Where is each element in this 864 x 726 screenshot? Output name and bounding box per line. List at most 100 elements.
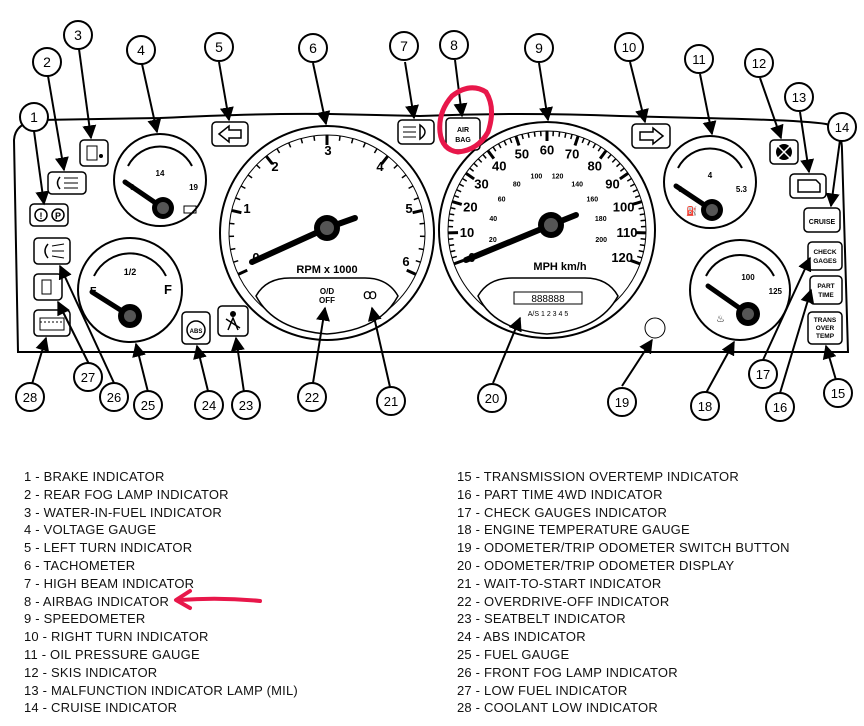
speed-tick-mark-58: [638, 249, 644, 253]
speed-tick-mark-24: [509, 137, 513, 144]
tach-tick-mark-30: [406, 268, 417, 276]
svg-text:CHECK: CHECK: [813, 249, 836, 256]
callout-14: 14: [827, 112, 857, 142]
speed-tick-mark-37: [587, 140, 591, 146]
mph-label-20: 20: [463, 200, 477, 215]
tach-tick-mark-14: [313, 135, 316, 141]
speed-tick-mark-40: [598, 149, 608, 160]
wait-to-start-icon: ꝏ: [363, 286, 377, 302]
voltage-tick-19: 19: [189, 183, 198, 192]
legend-item-3: 3 - WATER-IN-FUEL INDICATOR: [24, 504, 222, 520]
malfunction-indicator-lamp: [789, 173, 827, 199]
speed-tick-mark-17: [473, 162, 479, 168]
legend-item-8: 8 - AIRBAG INDICATOR: [24, 593, 170, 609]
callout-10: 10: [614, 32, 644, 62]
legend-item-21: 21 - WAIT-TO-START INDICATOR: [457, 575, 662, 591]
prndl-label: A/S 1 2 3 4 5: [528, 311, 569, 318]
tach-tick-6: 6: [402, 254, 409, 269]
speed-tick-mark-15: [465, 171, 475, 181]
speed-tick-mark-21: [492, 146, 497, 152]
callout-23: 23: [231, 390, 261, 420]
svg-text:23: 23: [239, 398, 253, 413]
svg-text:BAG: BAG: [455, 137, 471, 144]
legend-item-17: 17 - CHECK GAUGES INDICATOR: [457, 504, 668, 520]
svg-text:6: 6: [309, 40, 317, 56]
speed-tick-mark-42: [611, 158, 617, 163]
callout-18: 18: [690, 391, 720, 421]
svg-text:!: !: [40, 211, 43, 221]
tach-tick-mark-25: [412, 208, 423, 215]
oil-can-icon: ⛽: [686, 205, 697, 216]
tach-tick-mark-0: [237, 268, 248, 276]
speed-tick-mark-19: [482, 154, 487, 159]
speed-tick-mark-36: [581, 137, 585, 144]
oil-tick-53: 5.3: [736, 185, 748, 194]
fuel-tick-f: F: [164, 282, 172, 297]
tach-tick-mark-9: [255, 164, 261, 169]
speed-tick-mark-16: [469, 167, 475, 172]
legend-item-19: 19 - ODOMETER/TRIP ODOMETER SWITCH BUTTO…: [457, 540, 790, 556]
svg-text:12: 12: [752, 56, 766, 71]
callout-9: 9: [524, 33, 554, 63]
tach-tick-mark-28: [418, 247, 424, 251]
legend-item-28: 28 - COOLANT LOW INDICATOR: [457, 700, 658, 716]
tach-tick-1: 1: [243, 201, 250, 216]
tach-tick-mark-21: [393, 164, 399, 169]
speed-tick-mark-13: [458, 183, 465, 188]
speed-tick-mark-41: [607, 154, 612, 159]
part-time-4wd-indicator: PART TIME: [809, 275, 843, 305]
callout-27: 27: [73, 362, 103, 392]
tach-tick-mark-5: [231, 208, 242, 215]
tach-tick-mark-11: [276, 148, 281, 154]
legend-item-5: 5 - LEFT TURN INDICATOR: [24, 540, 193, 556]
svg-text:2: 2: [43, 54, 51, 70]
speed-tick-mark-47: [629, 183, 636, 188]
callout-24: 24: [194, 390, 224, 420]
speed-tick-mark-50: [631, 200, 643, 206]
front-fog-lamp-indicator: [33, 237, 71, 265]
svg-text:20: 20: [485, 391, 499, 406]
callout-22: 22: [297, 382, 327, 412]
legend-item-9: 9 - SPEEDOMETER: [24, 611, 146, 627]
cruise-indicator: CRUISE: [803, 207, 841, 233]
kmh-label-200: 200: [595, 237, 607, 244]
kmh-label-140: 140: [571, 181, 583, 188]
callout-leaders: [31, 48, 841, 394]
legend-item-18: 18 - ENGINE TEMPERATURE GAUGE: [457, 522, 690, 538]
odometer-switch-button: [644, 317, 666, 339]
speed-tick-mark-33: [564, 132, 567, 138]
svg-text:4: 4: [137, 42, 145, 58]
callout-12: 12: [744, 48, 774, 78]
mph-label-50: 50: [515, 147, 529, 162]
mph-label-120: 120: [611, 250, 633, 265]
svg-text:9: 9: [535, 40, 543, 56]
speed-tick-mark-57: [639, 243, 645, 247]
speed-tick-mark-2: [450, 249, 456, 253]
brake-indicator: ! P: [29, 203, 69, 227]
svg-text:10: 10: [622, 40, 636, 55]
speed-tick-mark-45: [619, 171, 629, 181]
speed-tick-mark-23: [503, 140, 507, 146]
callout-1: 1: [19, 102, 49, 132]
tach-tick-mark-2: [230, 247, 236, 251]
legend-item-27: 27 - LOW FUEL INDICATOR: [457, 682, 628, 698]
svg-text:3: 3: [74, 27, 82, 43]
svg-text:AIR: AIR: [457, 127, 469, 134]
callout-26: 26: [99, 382, 129, 412]
speed-tick-mark-39: [597, 146, 602, 152]
tach-tick-mark-19: [373, 148, 378, 154]
legend-item-10: 10 - RIGHT TURN INDICATOR: [24, 629, 209, 645]
svg-text:16: 16: [773, 400, 787, 415]
speed-tick-mark-32: [558, 131, 561, 137]
speed-tick-mark-38: [592, 143, 597, 149]
legend-item-26: 26 - FRONT FOG LAMP INDICATOR: [457, 664, 678, 680]
callout-25: 25: [133, 390, 163, 420]
speed-tick-mark-34: [570, 134, 573, 140]
speedometer: 0102030405060708090100110120 20406080100…: [438, 121, 656, 339]
legend-item-15: 15 - TRANSMISSION OVERTEMP INDICATOR: [457, 469, 739, 484]
svg-text:13: 13: [792, 90, 806, 105]
legend-right-column: 15 - TRANSMISSION OVERTEMP INDICATOR 16 …: [457, 468, 790, 717]
svg-text:27: 27: [81, 370, 95, 385]
tachometer: 0 1 2 3 4 5 6 RPM x 1000 O/D OFF ꝏ: [219, 125, 435, 341]
callout-21: 21: [376, 386, 406, 416]
